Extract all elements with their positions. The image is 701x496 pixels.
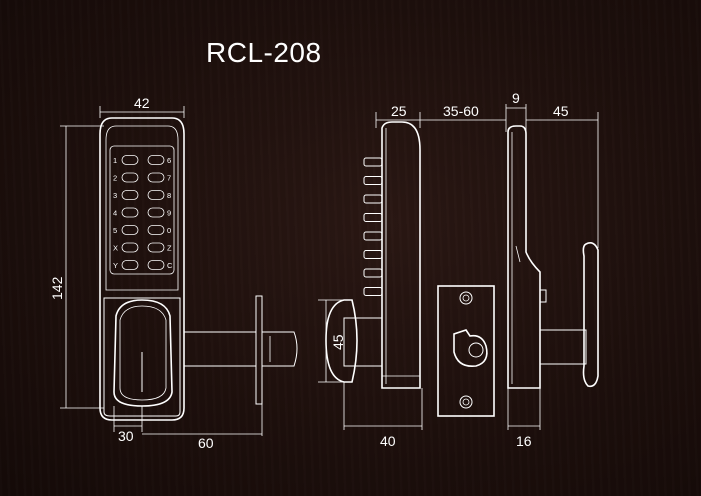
key-button: [121, 207, 139, 218]
key-button: [147, 260, 165, 270]
side-key-button: [363, 176, 383, 185]
side-key-button: [363, 194, 383, 204]
dim-label-back-plate: 9: [512, 90, 520, 106]
dim-label-side-total: 40: [380, 433, 396, 449]
side-lever-knob: [325, 299, 358, 383]
screw-hole-bottom: [459, 395, 473, 409]
strike-opening-circle: [468, 342, 484, 358]
dim-label-front-width: 42: [134, 95, 150, 111]
key-button: [121, 242, 139, 253]
back-spindle: [539, 329, 587, 365]
key-label-right: 8: [167, 191, 171, 200]
spindle-bar: [183, 331, 257, 367]
dim-label-door-thickness: 35-60: [443, 103, 479, 119]
key-button: [147, 155, 165, 165]
key-label-right: 0: [167, 226, 171, 235]
dim-label-lever-width: 30: [118, 428, 134, 444]
back-plate: [507, 125, 541, 389]
side-body: [381, 121, 421, 389]
key-button: [121, 260, 139, 270]
front-housing-inset: [105, 125, 179, 291]
key-label-left: 1: [113, 156, 117, 165]
strike-plate: [437, 285, 495, 417]
key-button: [121, 172, 139, 183]
keypad-panel: [109, 145, 175, 275]
back-latch-tab: [539, 289, 547, 303]
key-label-right: 9: [167, 209, 171, 218]
strike-opening: [453, 329, 488, 368]
side-key-button: [363, 250, 383, 259]
key-label-right: C: [167, 261, 173, 270]
key-label-left: X: [113, 244, 118, 253]
key-label-right: 7: [167, 174, 171, 183]
dim-label-front-height: 142: [49, 276, 65, 300]
key-button: [147, 242, 165, 253]
screw-hole-top-inner: [462, 294, 470, 302]
back-knob: [582, 242, 599, 388]
side-view: 25 35-60 45 40: [318, 103, 506, 449]
key-button: [121, 155, 139, 165]
key-button: [147, 207, 165, 218]
side-key-button: [363, 287, 383, 296]
escutcheon-plate: [255, 295, 263, 405]
key-label-left: 3: [113, 191, 117, 200]
lever-handle-inner: [119, 305, 167, 401]
dim-label-back-width: 16: [516, 433, 532, 449]
key-button: [147, 225, 165, 235]
key-label-left: Y: [113, 261, 118, 270]
screw-hole-bottom-inner: [462, 398, 470, 406]
key-button: [121, 225, 139, 235]
key-label-left: 5: [113, 226, 117, 235]
side-key-button: [363, 157, 383, 167]
front-housing-outline: [99, 117, 185, 421]
side-key-button: [363, 268, 383, 278]
key-button: [147, 172, 165, 183]
lever-housing: [103, 297, 181, 417]
strike-plate-view: [437, 285, 495, 417]
screw-hole-top: [459, 291, 473, 305]
dim-label-knob: 45: [330, 334, 346, 350]
front-view: 42 142 30 60: [49, 95, 298, 451]
key-button: [121, 190, 139, 200]
key-label-right: Z: [167, 244, 172, 253]
back-view: 9 45 16: [505, 90, 599, 449]
key-button: [147, 190, 165, 200]
side-key-button: [363, 213, 383, 222]
side-key-button: [363, 231, 383, 241]
key-label-right: 6: [167, 156, 171, 165]
product-title: RCL-208: [206, 37, 322, 68]
side-lever-neck: [343, 317, 383, 367]
keypad-keys: 1 2 3 4 5XY 6 7 8 9 0ZC: [113, 155, 173, 270]
latch-bolt: [261, 331, 298, 367]
key-label-left: 2: [113, 174, 117, 183]
lever-handle: [113, 299, 173, 407]
dim-label-spindle-length: 60: [198, 435, 214, 451]
back-plate-step: [515, 245, 521, 263]
dim-label-handle: 45: [553, 103, 569, 119]
dim-label-side-body: 25: [391, 103, 407, 119]
side-buttons: [363, 157, 383, 296]
key-label-left: 4: [113, 209, 117, 218]
